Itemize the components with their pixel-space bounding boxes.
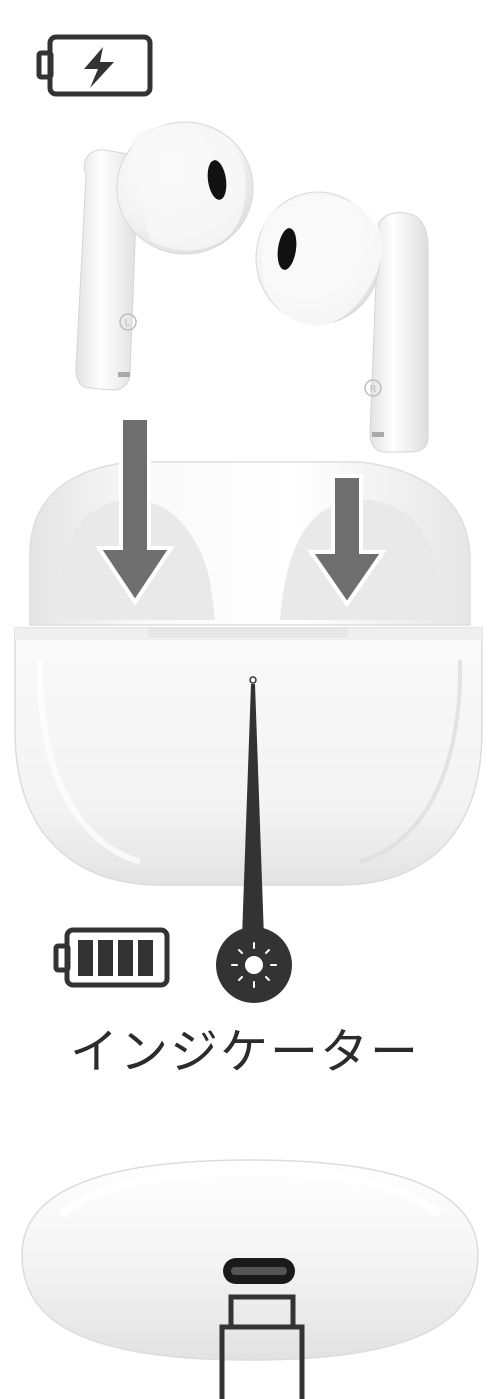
indicator-label: インジケーター	[0, 1012, 490, 1082]
charging-battery-icon	[39, 37, 150, 94]
left-earbud: L	[76, 122, 253, 390]
usb-c-port-icon	[223, 1258, 295, 1284]
full-battery-icon	[56, 930, 167, 985]
svg-text:L: L	[125, 318, 131, 329]
svg-text:R: R	[370, 384, 377, 395]
indicator-light-icon	[216, 927, 292, 1003]
right-earbud: R	[256, 192, 428, 452]
